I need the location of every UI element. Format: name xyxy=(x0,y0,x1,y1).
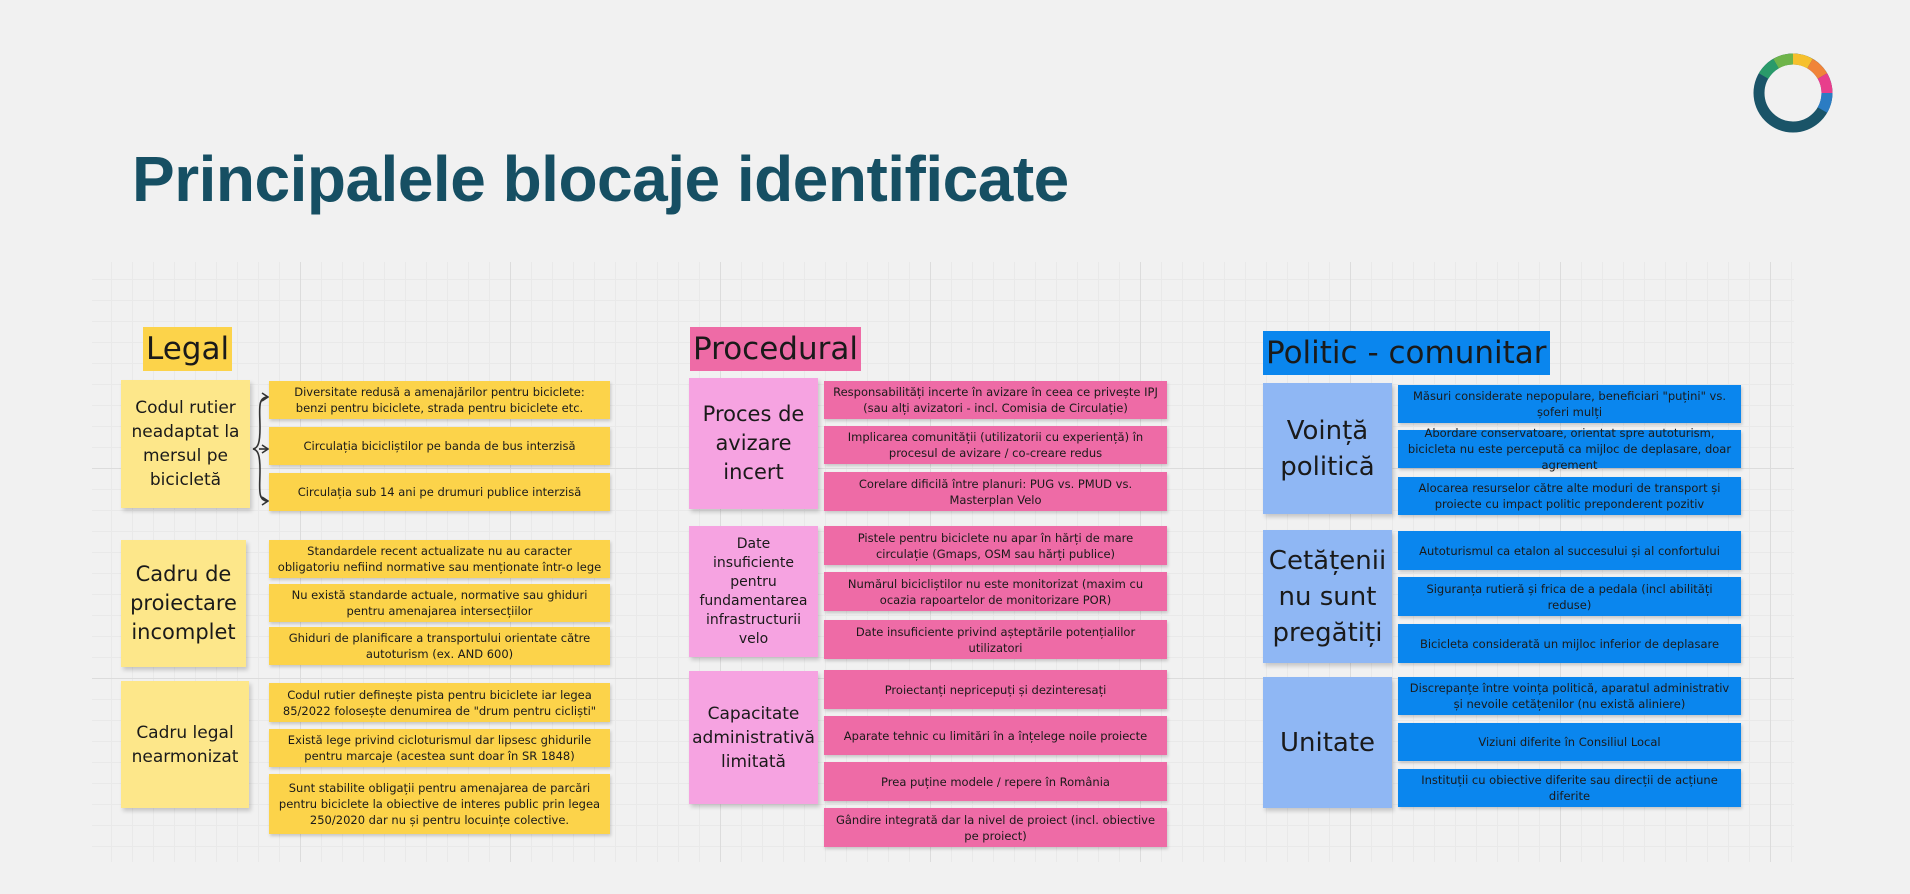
category-vointa-politica: Voință politică xyxy=(1263,383,1392,514)
note-legal-2: Circulația bicicliștilor pe banda de bus… xyxy=(269,427,610,465)
note-procedural-1: Responsabilități incerte în avizare în c… xyxy=(824,381,1167,419)
note-politic-9: Instituții cu obiective diferite sau dir… xyxy=(1398,769,1741,807)
note-procedural-6: Date insuficiente privind așteptările po… xyxy=(824,620,1167,659)
note-legal-1: Diversitate redusă a amenajărilor pentru… xyxy=(269,381,610,419)
section-title-legal: Legal xyxy=(143,327,233,371)
note-politic-5: Siguranța rutieră și frica de a pedala (… xyxy=(1398,577,1741,616)
note-procedural-2: Implicarea comunității (utilizatorii cu … xyxy=(824,426,1167,464)
note-legal-8: Există lege privind cicloturismul dar li… xyxy=(269,729,610,767)
section-title-politic-comunitar: Politic - comunitar xyxy=(1263,331,1550,375)
note-legal-6: Ghiduri de planificare a transportului o… xyxy=(269,627,610,665)
category-cetatenii: Cetățenii nu sunt pregătiți xyxy=(1263,530,1392,663)
note-politic-6: Bicicleta considerată un mijloc inferior… xyxy=(1398,624,1741,663)
note-politic-8: Viziuni diferite în Consiliul Local xyxy=(1398,723,1741,761)
note-procedural-9: Prea puține modele / repere în România xyxy=(824,762,1167,801)
ring-logo-icon xyxy=(1753,53,1833,133)
page-title: Principalele blocaje identificate xyxy=(132,143,1069,215)
category-cadru-proiectare: Cadru de proiectare incomplet xyxy=(121,540,246,667)
note-procedural-5: Numărul bicicliștilor nu este monitoriza… xyxy=(824,572,1167,611)
note-politic-4: Autoturismul ca etalon al succesului și … xyxy=(1398,531,1741,570)
section-title-procedural: Procedural xyxy=(690,327,861,371)
category-codul-rutier: Codul rutier neadaptat la mersul pe bici… xyxy=(121,380,250,508)
note-procedural-8: Aparate tehnic cu limitări în a înțelege… xyxy=(824,716,1167,755)
note-legal-3: Circulația sub 14 ani pe drumuri publice… xyxy=(269,473,610,511)
note-legal-9: Sunt stabilite obligații pentru amenajar… xyxy=(269,774,610,834)
note-politic-3: Alocarea resurselor către alte moduri de… xyxy=(1398,477,1741,515)
brace-connector-icon xyxy=(252,392,270,506)
note-legal-4: Standardele recent actualizate nu au car… xyxy=(269,540,610,578)
category-cadru-legal: Cadru legal nearmonizat xyxy=(121,681,249,808)
note-politic-2: Abordare conservatoare, orientat spre au… xyxy=(1398,426,1741,472)
note-legal-7: Codul rutier definește pista pentru bici… xyxy=(269,683,610,722)
note-procedural-10: Gândire integrată dar la nivel de proiec… xyxy=(824,808,1167,847)
note-legal-5: Nu există standarde actuale, normative s… xyxy=(269,584,610,622)
note-politic-1: Măsuri considerate nepopulare, beneficia… xyxy=(1398,385,1741,423)
note-procedural-4: Pistele pentru biciclete nu apar în hărț… xyxy=(824,526,1167,565)
note-procedural-3: Corelare dificilă între planuri: PUG vs.… xyxy=(824,472,1167,511)
category-capacitate-administrativa: Capacitate administrativă limitată xyxy=(689,671,818,804)
category-unitate: Unitate xyxy=(1263,677,1392,808)
note-procedural-7: Proiectanți nepricepuți și dezinteresați xyxy=(824,670,1167,709)
note-politic-7: Discrepanțe între voința politică, apara… xyxy=(1398,677,1741,715)
category-proces-avizare: Proces de avizare incert xyxy=(689,378,818,509)
category-date-insuficiente: Date insuficiente pentru fundamentarea i… xyxy=(689,526,818,657)
